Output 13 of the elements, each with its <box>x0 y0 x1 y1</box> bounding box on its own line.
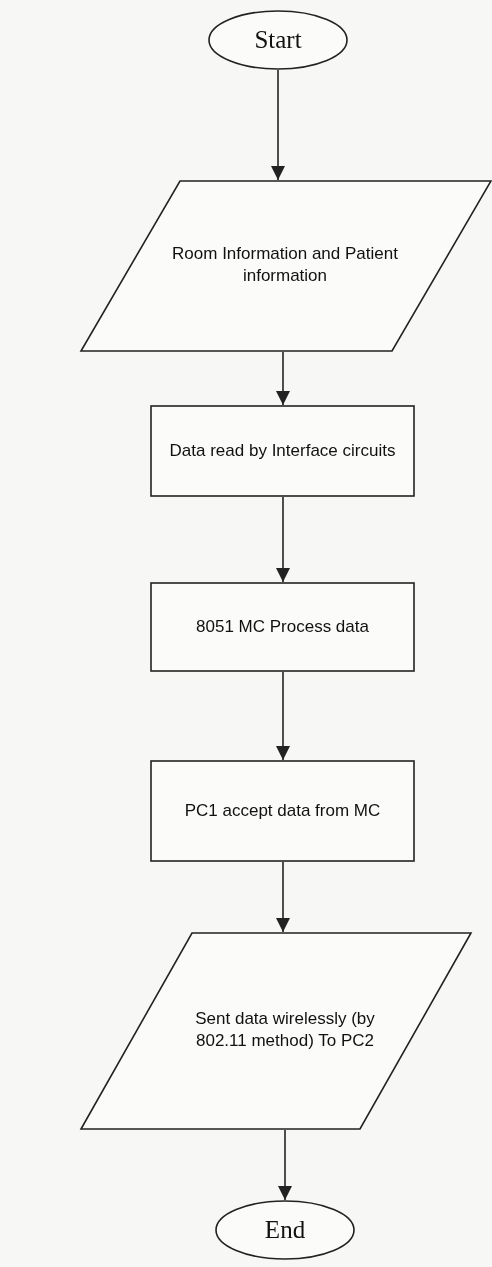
terminal-label: End <box>264 1216 306 1244</box>
step-text: Sent data wirelessly (by 802.11 method) To PC2 <box>194 1008 376 1052</box>
arrow <box>276 496 290 583</box>
arrow <box>271 69 285 181</box>
terminal-label: Start <box>254 26 302 54</box>
step-text: 8051 MC Process data <box>196 616 369 638</box>
arrow <box>276 861 290 933</box>
step-text: PC1 accept data from MC <box>184 800 381 822</box>
step-text: Room Information and Patient information <box>171 243 399 287</box>
step-text: Data read by Interface circuits <box>169 440 396 462</box>
arrow <box>276 351 290 406</box>
arrow <box>276 671 290 761</box>
arrow <box>278 1129 292 1201</box>
